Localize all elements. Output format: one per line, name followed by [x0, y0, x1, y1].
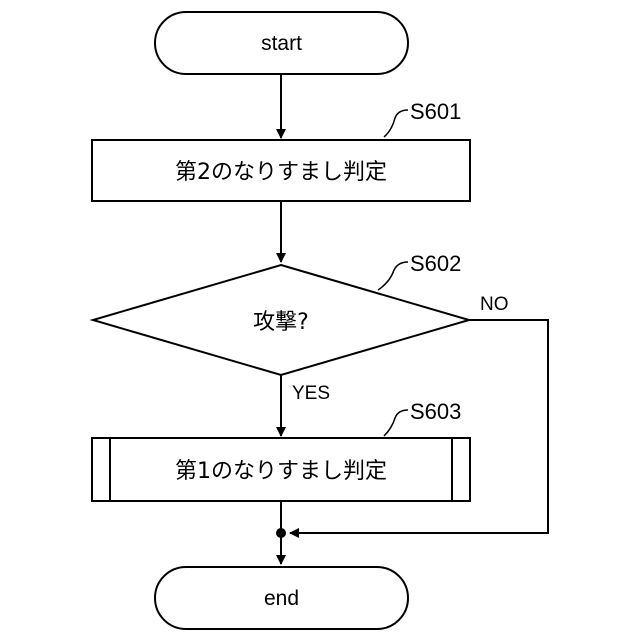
s603-process-label: 第1のなりすまし判定	[175, 459, 387, 484]
no-branch-label: NO	[480, 294, 509, 315]
s601-process-label: 第2のなりすまし判定	[175, 160, 387, 185]
s602-step-label: S602	[410, 251, 461, 276]
s602-decision-label: 攻撃?	[253, 310, 309, 335]
s603-leader-line	[384, 410, 408, 436]
end-label: end	[264, 587, 299, 610]
s601-leader-line	[384, 110, 408, 137]
start-label: start	[261, 32, 302, 55]
yes-branch-label: YES	[292, 383, 330, 404]
s601-step-label: S601	[410, 99, 461, 124]
s603-step-label: S603	[410, 399, 461, 424]
s602-leader-line	[378, 262, 408, 290]
